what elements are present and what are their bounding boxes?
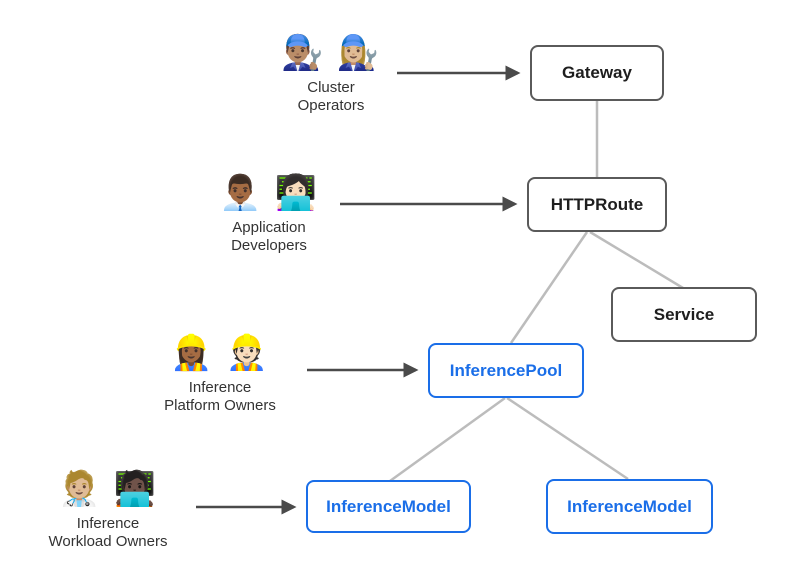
node-label: InferencePool [449,360,563,380]
node-label: Service [653,304,715,324]
persona-label-line: Inference [188,379,252,396]
edge-httproute-service [589,230,684,290]
persona-label-line: Workload Owners [48,533,168,550]
persona-cluster-operators: 👨🏽‍🔧 👩🏼‍🔧 Cluster Operators [251,30,411,115]
persona-label-line: Application [232,219,306,236]
node-gateway: Gateway [530,45,664,101]
edge-httproute-inferencepool [509,231,589,344]
persona-label-line: Platform Owners [164,397,276,414]
health-worker-technologist-emoji-icon: 🧑🏼‍⚕️ 🧑🏿‍💻 [57,470,159,508]
node-label: InferenceModel [326,496,451,516]
node-service: Service [611,287,757,342]
persona-label: Inference Platform Owners [140,379,300,415]
node-inferencepool: InferencePool [428,343,584,398]
node-label: Gateway [562,63,632,82]
node-inferencemodel-right: InferenceModel [546,479,713,534]
persona-inference-platform-owners: 👷🏾‍♀️ 👷🏻 Inference Platform Owners [140,330,300,415]
node-httproute: HTTPRoute [527,177,667,232]
construction-worker-emoji-icon: 👷🏾‍♀️ 👷🏻 [169,334,271,372]
developer-emoji-icon: 👨🏾‍💼 👩🏻‍💻 [218,174,320,212]
persona-inference-workload-owners: 🧑🏼‍⚕️ 🧑🏿‍💻 Inference Workload Owners [28,466,188,551]
node-inferencemodel-left: InferenceModel [306,480,471,533]
persona-label-line: Inference [76,515,140,532]
edge-inferencepool-inferencemodel-right [506,396,629,481]
persona-application-developers: 👨🏾‍💼 👩🏻‍💻 Application Developers [189,170,349,255]
persona-label-line: Developers [231,237,307,254]
persona-label: Application Developers [189,219,349,255]
mechanic-emoji-icon: 👨🏽‍🔧 👩🏼‍🔧 [280,34,382,72]
node-label: InferenceModel [567,496,692,516]
persona-label: Inference Workload Owners [28,515,188,551]
persona-label: Cluster Operators [251,79,411,115]
edge-inferencepool-inferencemodel-left [389,396,506,483]
node-label: HTTPRoute [550,194,644,214]
persona-label-line: Cluster [307,79,355,96]
persona-label-line: Operators [297,97,365,114]
